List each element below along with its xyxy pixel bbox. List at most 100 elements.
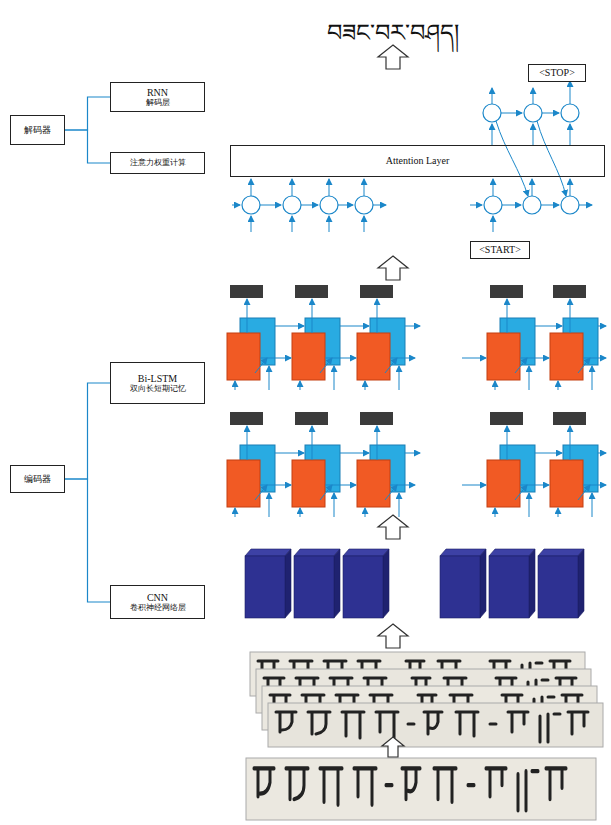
illustration-path <box>535 326 562 327</box>
illustration-path <box>405 326 420 327</box>
illustration-polygon <box>378 45 408 69</box>
illustration-path <box>269 493 270 517</box>
illustration-rect <box>538 556 578 618</box>
attention-layer-box: Attention Layer <box>230 145 605 177</box>
illustration-path <box>377 299 378 333</box>
illustration-path <box>583 358 606 359</box>
node-text: Attention Layer <box>386 155 450 167</box>
illustration-polygon <box>285 549 291 618</box>
illustration-path <box>579 205 592 206</box>
illustration-path <box>235 381 236 390</box>
illustration-path <box>470 205 482 206</box>
illustration-path <box>340 453 369 454</box>
illustration-path <box>334 493 335 517</box>
illustration-use <box>276 712 588 742</box>
illustration-path <box>312 299 313 333</box>
illustration-polygon <box>382 737 404 757</box>
illustration-path <box>598 326 606 327</box>
illustration-path <box>269 366 270 390</box>
illustration-path <box>558 381 559 390</box>
illustration-rect <box>489 556 529 618</box>
illustration-path <box>578 358 590 373</box>
illustration-rect <box>360 285 393 298</box>
illustration-path <box>507 426 508 460</box>
illustration-path <box>515 358 527 373</box>
illustration-path <box>502 205 521 206</box>
illustration-path <box>495 508 496 517</box>
illustration-circle <box>283 196 301 214</box>
node-text: 双向长短期记忆 <box>130 384 186 393</box>
illustration-path <box>592 493 593 517</box>
node-text: RNN <box>147 87 168 99</box>
illustration-g <box>242 104 579 214</box>
illustration-path <box>365 381 366 390</box>
illustration-path <box>247 426 248 460</box>
illustration-rect <box>490 285 523 298</box>
encoder-layer-box: CNN卷积神经网络层 <box>110 585 205 619</box>
illustration-path <box>364 216 365 232</box>
illustration-path <box>495 381 496 390</box>
illustration-path <box>377 426 378 460</box>
illustration-use <box>254 768 566 810</box>
illustration-polygon <box>578 549 584 618</box>
bracket-connector <box>65 130 110 163</box>
illustration-rect <box>246 758 596 820</box>
illustration-path <box>529 493 530 517</box>
illustration-path <box>570 179 571 196</box>
illustration-g <box>268 703 603 747</box>
illustration-path <box>320 358 332 373</box>
illustration-path <box>592 366 593 390</box>
illustration-path <box>399 366 400 390</box>
node-text: 解码器 <box>24 125 51 135</box>
illustration-path <box>570 426 571 460</box>
illustration-path <box>260 205 281 206</box>
illustration-path <box>520 358 549 359</box>
illustration-path <box>533 88 534 104</box>
illustration-path <box>462 485 486 486</box>
illustration-path <box>300 508 301 517</box>
illustration-path <box>251 216 252 232</box>
illustration-polygon <box>334 549 340 618</box>
illustration-path <box>325 485 356 486</box>
illustration-path <box>275 453 304 454</box>
illustration-path <box>260 485 291 486</box>
encoder-layer-box: Bi-LSTM双向长短期记忆 <box>110 362 205 404</box>
illustration-path <box>251 179 252 196</box>
illustration-path <box>255 485 267 500</box>
output-text: བཟང་བར་བཤད། <box>327 6 459 73</box>
bracket-connector <box>65 383 110 479</box>
illustration-path <box>365 508 366 517</box>
illustration-path <box>405 453 420 454</box>
illustration-circle <box>523 196 541 214</box>
illustration-path <box>496 121 528 196</box>
illustration-rect <box>440 556 480 618</box>
illustration-circle <box>242 196 260 214</box>
illustration-path <box>515 485 527 500</box>
illustration-path <box>364 179 365 196</box>
illustration-path <box>390 358 415 359</box>
illustration-rect <box>490 412 523 425</box>
illustration-path <box>312 426 313 460</box>
illustration-path <box>329 216 330 232</box>
illustration-polygon <box>294 549 340 556</box>
illustration-rect <box>360 412 393 425</box>
illustration-rect <box>553 412 586 425</box>
node-text: 卷积神经网络层 <box>130 603 186 612</box>
attention-weight-box: 注意力权重计算 <box>110 152 205 174</box>
illustration-path <box>492 124 493 145</box>
illustration-path <box>340 326 369 327</box>
illustration-g <box>246 758 596 820</box>
illustration-path <box>520 485 549 486</box>
decoder-layer-box: RNN解码层 <box>110 82 205 112</box>
illustration-rect <box>295 285 328 298</box>
illustration-path <box>493 216 494 232</box>
illustration-polygon <box>529 549 535 618</box>
illustration-path <box>501 113 522 114</box>
illustration-path <box>570 124 571 145</box>
illustration-rect <box>295 412 328 425</box>
illustration-rect <box>245 556 285 618</box>
illustration-path <box>235 508 236 517</box>
group-box: 解码器 <box>10 115 65 145</box>
illustration-path <box>583 485 606 486</box>
